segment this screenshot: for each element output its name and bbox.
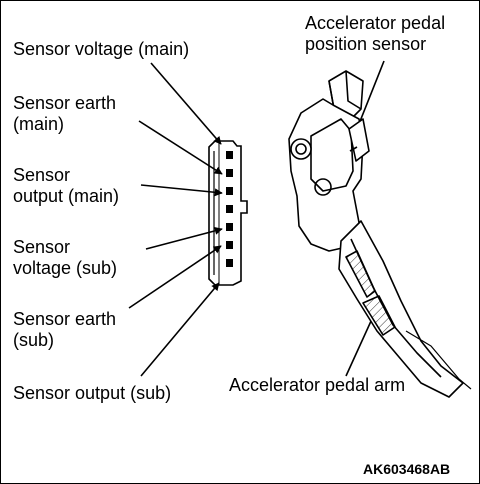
pedal-assembly xyxy=(288,70,472,398)
leader-sensor-output-sub xyxy=(140,282,220,377)
figure-code: AK603468AB xyxy=(363,461,451,477)
label-sensor-output-main: Sensor output (main) xyxy=(13,165,120,206)
label-sensor-voltage-sub: Sensor voltage (sub) xyxy=(13,237,118,278)
label-sensor-output-sub: Sensor output (sub) xyxy=(13,383,172,403)
leader-sensor-voltage-main xyxy=(150,62,222,145)
label-sensor-earth-main: Sensor earth (main) xyxy=(13,93,117,134)
label-sensor-voltage-main: Sensor voltage (main) xyxy=(13,39,190,59)
connector-pins xyxy=(226,151,233,267)
leader-sensor-output-main xyxy=(140,184,223,197)
leader-sensor-voltage-sub xyxy=(145,226,223,250)
leader-sensor-earth-sub xyxy=(128,245,222,309)
label-pedal-position-sensor: Accelerator pedal position sensor xyxy=(305,13,446,54)
label-sensor-earth-sub: Sensor earth (sub) xyxy=(13,309,117,350)
label-pedal-arm: Accelerator pedal arm xyxy=(229,375,406,395)
leader-sensor-earth-main xyxy=(138,120,223,175)
